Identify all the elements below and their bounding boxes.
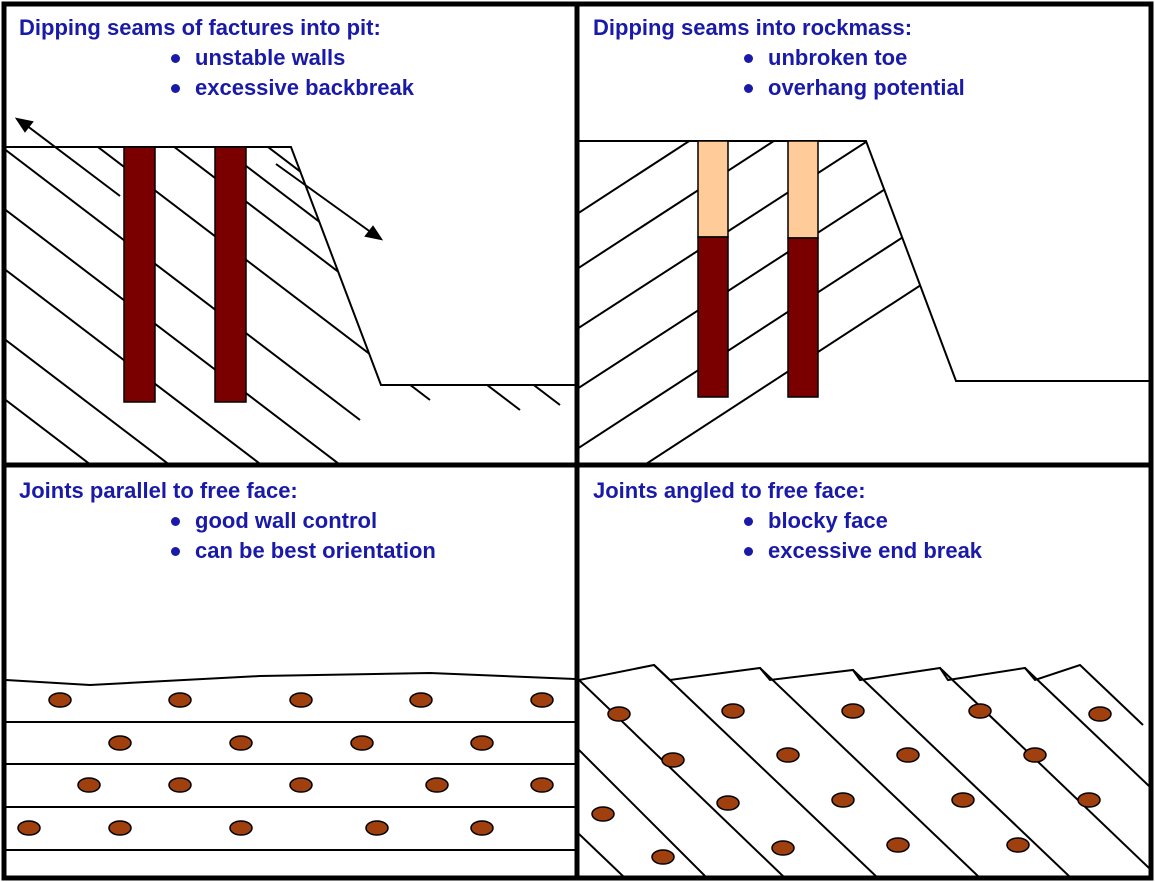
bullet-text: unstable walls bbox=[195, 45, 346, 70]
bullet-dot-icon bbox=[744, 547, 753, 556]
angled-joint-2 bbox=[759, 667, 980, 876]
blast-hole-dots bbox=[17, 692, 554, 836]
bullet-dot-icon bbox=[171, 84, 180, 93]
panel-1-drawing bbox=[6, 117, 575, 463]
blast-hole-1 bbox=[123, 146, 156, 403]
panel-2-drawing bbox=[579, 140, 1149, 463]
arrow-down-right-head bbox=[364, 225, 384, 241]
panel-2-bullets: unbroken toe overhang potential bbox=[742, 43, 965, 103]
panel-3-title: Joints parallel to free face: bbox=[19, 478, 298, 503]
bullet-dot-icon bbox=[171, 517, 180, 526]
angled-joint-1 bbox=[653, 664, 878, 876]
blast-hole-2 bbox=[214, 146, 247, 403]
stemming-2 bbox=[787, 140, 819, 239]
panel-2-title: Dipping seams into rockmass: bbox=[593, 15, 913, 40]
panel-4-bullets: blocky face excessive end break bbox=[742, 506, 982, 566]
angled-joint-8 bbox=[579, 833, 625, 876]
panel-4-text: Joints angled to free face: blocky face … bbox=[593, 476, 982, 566]
angled-joint-3 bbox=[852, 669, 1071, 876]
arrow-up-left-head bbox=[14, 117, 34, 133]
panel-1-title: Dipping seams of factures into pit: bbox=[19, 15, 381, 40]
free-face-top-edge bbox=[5, 671, 576, 687]
bullet-item: good wall control bbox=[169, 506, 436, 536]
rockmass-seam-lines bbox=[579, 141, 991, 463]
angled-joint-5 bbox=[1024, 667, 1149, 787]
stemming-1 bbox=[697, 140, 729, 238]
bullet-item: excessive end break bbox=[742, 536, 982, 566]
bullet-text: blocky face bbox=[768, 508, 888, 533]
bullet-text: overhang potential bbox=[768, 75, 965, 100]
bullet-text: excessive backbreak bbox=[195, 75, 414, 100]
panel-1-text: Dipping seams of factures into pit: unst… bbox=[19, 13, 414, 103]
panel-4-drawing bbox=[579, 663, 1149, 876]
panel-1-bullets: unstable walls excessive backbreak bbox=[169, 43, 414, 103]
bullet-item: can be best orientation bbox=[169, 536, 436, 566]
rockmass-surface-profile bbox=[579, 140, 1149, 382]
panel-3-drawing bbox=[5, 671, 576, 851]
arrow-up-left bbox=[25, 124, 121, 197]
panel-4-title: Joints angled to free face: bbox=[593, 478, 866, 503]
panel-2-text: Dipping seams into rockmass: unbroken to… bbox=[593, 13, 965, 103]
bullet-item: overhang potential bbox=[742, 73, 965, 103]
angled-joint-4 bbox=[939, 667, 1149, 869]
arrow-down-right bbox=[275, 163, 373, 234]
bullet-item: unbroken toe bbox=[742, 43, 965, 73]
bullet-text: excessive end break bbox=[768, 538, 983, 563]
explosive-column-1 bbox=[697, 236, 729, 398]
bullet-item: unstable walls bbox=[169, 43, 414, 73]
bullet-text: unbroken toe bbox=[768, 45, 908, 70]
bullet-text: good wall control bbox=[195, 508, 378, 533]
bullet-dot-icon bbox=[744, 54, 753, 63]
fracture-seam-lines bbox=[6, 147, 575, 463]
bullet-dot-icon bbox=[744, 517, 753, 526]
angled-joint-7 bbox=[579, 749, 706, 876]
bullet-dot-icon bbox=[171, 54, 180, 63]
angled-blast-hole-dots bbox=[591, 703, 1112, 865]
panel-3-bullets: good wall control can be best orientatio… bbox=[169, 506, 436, 566]
bullet-text: can be best orientation bbox=[195, 538, 436, 563]
bullet-dot-icon bbox=[744, 84, 753, 93]
pit-surface-profile bbox=[6, 146, 575, 386]
panel-3-text: Joints parallel to free face: good wall … bbox=[19, 476, 436, 566]
explosive-column-2 bbox=[787, 237, 819, 398]
bullet-dot-icon bbox=[171, 547, 180, 556]
bullet-item: blocky face bbox=[742, 506, 982, 536]
bullet-item: excessive backbreak bbox=[169, 73, 414, 103]
